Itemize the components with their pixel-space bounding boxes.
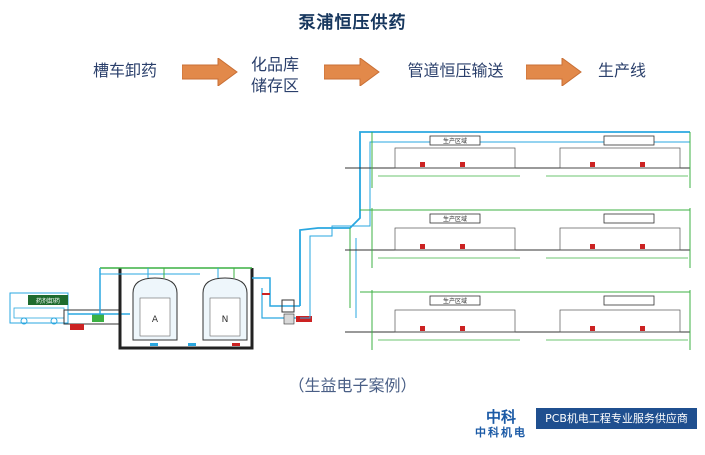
floor-tier-2: 生产区域 [345, 208, 691, 268]
transfer-pump-skid [252, 277, 312, 325]
flow-arrow-3 [526, 58, 582, 86]
flow-step-pipeline: 管道恒压输送 [407, 61, 504, 80]
tank-b-label: N [222, 315, 229, 325]
company-logo-subtitle: 中科机电 [475, 426, 527, 439]
production-floors: 生产区域 生产区域 [345, 132, 691, 350]
storage-tank-b: N [202, 268, 248, 341]
truck-screen-label: 药剂卸药 [36, 297, 60, 305]
storage-tank-a: A [132, 268, 178, 341]
pumping-schematic: 药剂卸药 A N [9, 131, 691, 350]
flow-arrow-1 [182, 58, 238, 86]
flow-step-storage-line2: 储存区 [250, 76, 299, 95]
flow-step-truck-unload: 槽车卸药 [92, 61, 157, 80]
production-area-label-3: 生产区域 [443, 297, 467, 305]
company-tagline: PCB机电工程专业服务供应商 [536, 408, 697, 429]
page-title: 泵浦恒压供药 [298, 13, 407, 33]
flow-arrow-2 [324, 58, 380, 86]
main-riser-pipe [299, 131, 690, 319]
tank-a-label: A [152, 315, 159, 325]
production-area-label-1: 生产区域 [443, 137, 467, 145]
flow-step-storage-line1: 化品库 [250, 55, 299, 74]
company-logo: 中科 [485, 408, 516, 426]
case-caption: （生益电子案例） [288, 376, 417, 395]
unloading-truck: 药剂卸药 [9, 292, 69, 325]
flow-step-production-line: 生产线 [597, 61, 646, 80]
production-area-label-2: 生产区域 [443, 215, 467, 223]
floor-tier-3: 生产区域 [345, 290, 691, 350]
floor-tier-1: 生产区域 [345, 132, 691, 188]
storage-tank-area: A N [99, 267, 254, 350]
flow-step-storage: 化品库 储存区 [240, 54, 310, 96]
